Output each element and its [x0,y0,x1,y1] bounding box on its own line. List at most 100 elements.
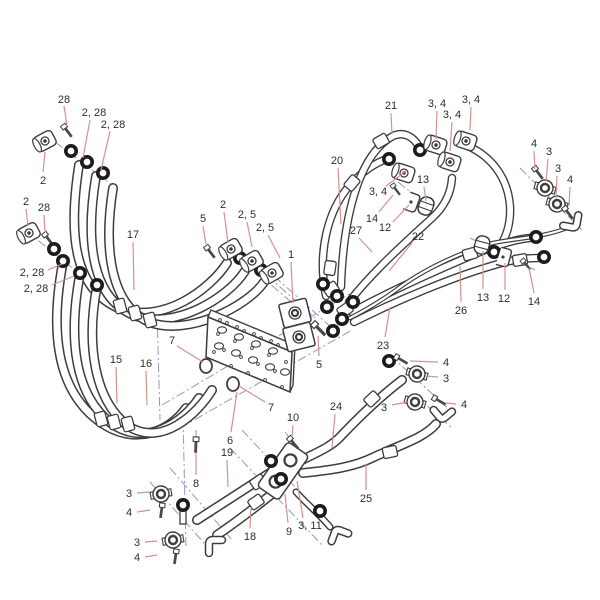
callout-label-1: 1 [288,249,294,261]
leader-line [296,480,304,519]
leader-line [249,506,252,529]
leader-line [435,110,438,140]
leader-line [423,186,427,202]
leader-line [230,391,238,433]
leader-line [284,493,289,524]
leader-line [469,106,472,131]
callout-label-12: 12 [498,293,510,305]
leader-line [449,121,453,152]
callout-label-9: 9 [286,526,292,538]
callout-label-2-5: 2, 5 [256,222,274,234]
callout-label-7: 7 [268,402,274,414]
callout-label-2-28: 2, 28 [20,267,44,279]
callout-label-25: 25 [360,493,372,505]
callout-label-3: 3 [443,373,449,385]
callout-label-4: 4 [126,507,132,519]
leader-line [82,119,91,159]
bottom-tee-cluster [257,433,348,545]
leader-line [136,491,151,494]
leader-line [545,158,549,183]
callout-label-14: 14 [528,296,540,308]
callout-label-4: 4 [134,552,140,564]
leader-line [459,265,462,303]
leader-line [290,261,294,304]
leader-line [144,554,158,558]
callout-label-3-11: 3, 11 [298,520,322,532]
leader-line [391,401,408,406]
leader-line [145,370,148,406]
callout-label-16: 16 [140,358,152,370]
callout-label-2-28: 2, 28 [24,283,48,295]
leader-line [555,175,558,199]
leader-line [63,105,68,127]
leader-line [136,509,151,513]
leader-line [51,275,75,286]
leader-line [424,375,439,378]
leader-line [115,366,118,404]
callout-label-4: 4 [461,399,467,411]
manifold-plate [205,309,296,394]
callout-label-2: 2 [23,196,29,208]
callout-label-15: 15 [110,354,122,366]
callout-label-19: 19 [221,447,233,459]
leader-line [568,186,571,207]
callout-label-3-4: 3, 4 [428,98,446,110]
leader-line [358,237,373,253]
leader-line [42,151,46,173]
fittings-center-cluster [315,276,361,339]
leader-line [202,225,207,245]
leader-line [267,234,281,259]
leader-line [226,459,229,488]
callout-label-12: 12 [379,222,391,234]
callout-label-3: 3 [134,537,140,549]
callout-label-2: 2 [220,199,226,211]
callout-label-18: 18 [244,531,256,543]
callout-label-10: 10 [287,412,299,424]
leader-line [47,263,63,271]
callout-label-3: 3 [555,163,561,175]
leader-line [378,194,394,213]
leader-line [409,360,439,363]
callout-label-28: 28 [58,94,70,106]
leader-line [528,267,535,294]
callout-label-8: 8 [193,478,199,490]
leader-line [331,413,336,449]
callout-label-28: 28 [38,202,50,214]
callout-label-27: 27 [350,225,362,237]
callout-label-22: 22 [412,231,424,243]
callout-label-6: 6 [227,435,233,447]
leader-line [384,306,391,338]
leader-line [100,130,111,171]
leader-line [291,424,294,438]
leader-line [223,211,229,244]
callout-label-2: 2 [40,175,46,187]
leader-line [445,402,457,405]
callout-label-21: 21 [385,100,397,112]
leader-line [132,241,135,291]
leader-layer [25,105,571,558]
callout-label-13: 13 [477,292,489,304]
callout-label-13: 13 [417,174,429,186]
leader-line [238,385,266,403]
callout-label-26: 26 [455,305,467,317]
callout-label-3: 3 [381,402,387,414]
leader-line [390,112,393,135]
leader-line [246,221,253,248]
leader-line [385,170,407,187]
leader-line [392,204,410,223]
callout-label-4: 4 [567,174,573,186]
callout-label-23: 23 [377,340,389,352]
leader-line [337,167,342,225]
callout-label-3-4: 3, 4 [443,109,461,121]
callout-label-3-4: 3, 4 [369,186,387,198]
callout-label-2-28: 2, 28 [101,119,125,131]
callout-label-2-5: 2, 5 [238,209,256,221]
callout-label-2-28: 2, 28 [82,107,106,119]
leader-line [25,208,29,227]
leader-line [144,540,158,543]
callout-label-5: 5 [316,359,322,371]
callout-label-4: 4 [531,138,537,150]
